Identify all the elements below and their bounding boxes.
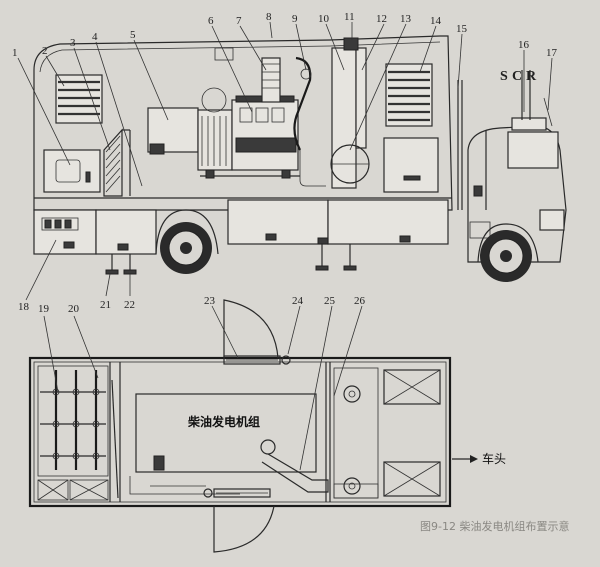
side-view: S C R [17, 21, 567, 301]
callout-25: 25 [324, 295, 336, 307]
callout-19: 19 [38, 303, 50, 315]
radiator [103, 128, 131, 197]
callout-10: 10 [318, 13, 330, 25]
leader-lines-plan [43, 305, 363, 471]
callout-26: 26 [354, 295, 366, 307]
right-storage [383, 369, 441, 497]
callout-14: 14 [430, 15, 442, 27]
callout-3: 3 [70, 37, 76, 49]
door-handle [85, 171, 91, 183]
engine [197, 87, 300, 179]
leader-lines-top [17, 21, 553, 187]
figure-caption: 图9-12 柴油发电机组布置示意 [420, 519, 569, 533]
plan-outline [28, 356, 452, 508]
callout-5: 5 [130, 29, 136, 41]
callout-11: 11 [344, 11, 355, 23]
callout-12: 12 [376, 13, 387, 25]
battery-rack [37, 362, 121, 502]
direction-label: 车头 [482, 451, 506, 466]
exhaust-plan [260, 439, 329, 493]
callout-13: 13 [400, 13, 412, 25]
louver-left [55, 74, 103, 124]
callout-7: 7 [236, 15, 242, 27]
top-door [223, 299, 291, 365]
control-box-base [149, 143, 165, 155]
callout-23: 23 [204, 295, 216, 307]
right-service-door [383, 137, 439, 193]
generator-label: 柴油发电机组 [187, 414, 260, 429]
leader-lines-bottom [25, 239, 131, 301]
support-legs [105, 244, 357, 275]
exhaust-tail [299, 150, 326, 187]
svg-text:C: C [512, 69, 522, 84]
callout-18: 18 [18, 301, 30, 313]
svg-text:S: S [500, 69, 508, 84]
callout-16: 16 [518, 39, 530, 51]
callout-22: 22 [124, 299, 135, 311]
callout-20: 20 [68, 303, 80, 315]
louver-right [385, 63, 433, 127]
callout-1: 1 [12, 47, 18, 59]
callout-2: 2 [42, 45, 48, 57]
callout-9: 9 [292, 13, 298, 25]
callout-15: 15 [456, 23, 468, 35]
callout-17: 17 [546, 47, 558, 59]
generator-set [135, 393, 317, 473]
roof-vent [214, 47, 234, 61]
rear-wheel [155, 209, 219, 274]
plan-view: 柴油发电机组 [28, 299, 506, 553]
roof-cap [343, 37, 359, 51]
truck-cab: S C R [467, 69, 567, 263]
control-panel-door [43, 149, 101, 193]
bottom-door [203, 488, 275, 553]
front-wheel [477, 223, 539, 282]
chassis-boxes [33, 199, 449, 255]
svg-text:R: R [526, 69, 537, 84]
roof-inner-line [39, 41, 441, 73]
tank-compartment [325, 362, 379, 502]
callout-8: 8 [266, 11, 272, 23]
callout-labels: 1 2 3 4 5 6 7 8 9 10 11 12 13 14 15 16 1… [12, 11, 558, 315]
callout-6: 6 [208, 15, 214, 27]
callout-4: 4 [92, 31, 98, 43]
callout-24: 24 [292, 295, 304, 307]
callout-21: 21 [100, 299, 111, 311]
